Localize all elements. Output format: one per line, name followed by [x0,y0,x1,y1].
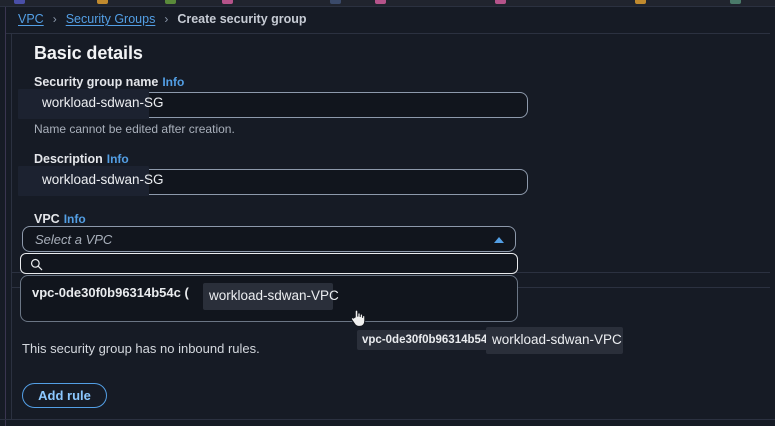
favicon [375,0,386,4]
vpc-tooltip-overlay: workload-sdwan-VPC [486,327,623,354]
page-title: Basic details [34,43,143,63]
search-icon [30,258,43,271]
favicon [730,0,741,4]
vpc-dropdown-list: vpc-0de30f0b96314b54c ( [20,275,518,322]
vpc-dropdown: vpc-0de30f0b96314b54c ( [20,253,518,322]
chrome-divider [0,6,775,7]
add-rule-button[interactable]: Add rule [22,383,107,408]
favicon [635,0,646,4]
description-autofill-overlay [18,166,149,196]
info-link[interactable]: Info [162,75,185,89]
info-link[interactable]: Info [106,152,129,166]
label-text: Description [34,152,103,166]
vpc-dropdown-option[interactable]: vpc-0de30f0b96314b54c ( [32,285,189,300]
security-group-name-value: workload-sdwan-SG [42,95,164,110]
vpc-select[interactable]: Select a VPC [22,226,516,252]
label-text: VPC [34,212,60,226]
browser-chrome-strip [0,0,775,7]
breadcrumb-item-create-security-group: Create security group [177,12,307,26]
favicon [222,0,233,4]
breadcrumb-item-vpc[interactable]: VPC [18,12,44,26]
breadcrumb-item-security-groups[interactable]: Security Groups [65,12,156,26]
favicon [165,0,176,4]
vpc-dropdown-search-input[interactable] [20,253,518,274]
vpc-tooltip-overlay-text: workload-sdwan-VPC [492,332,622,347]
description-value: workload-sdwan-SG [42,172,164,187]
vpc-select-placeholder: Select a VPC [35,232,113,247]
security-group-name-helper: Name cannot be edited after creation. [34,122,235,136]
info-link[interactable]: Info [63,212,86,226]
breadcrumb-divider [6,33,770,34]
vpc-option-hover-overlay: workload-sdwan-VPC [203,283,339,310]
favicon [97,0,108,4]
breadcrumb: VPC › Security Groups › Create security … [18,12,307,26]
breadcrumb-separator: › [164,12,169,26]
inbound-rules-empty-text: This security group has no inbound rules… [22,341,260,356]
favicon [330,0,341,4]
security-group-name-autofill-overlay [18,89,149,119]
vpc-option-overlay-text: workload-sdwan-VPC [209,288,339,303]
vpc-tooltip: vpc-0de30f0b96314b54c ( [357,330,506,350]
favicon [14,0,25,4]
favicon [495,0,506,4]
chevron-up-icon[interactable] [494,237,504,243]
page-bottom-divider [0,419,775,420]
label-text: Security group name [34,75,159,89]
breadcrumb-separator: › [52,12,57,26]
